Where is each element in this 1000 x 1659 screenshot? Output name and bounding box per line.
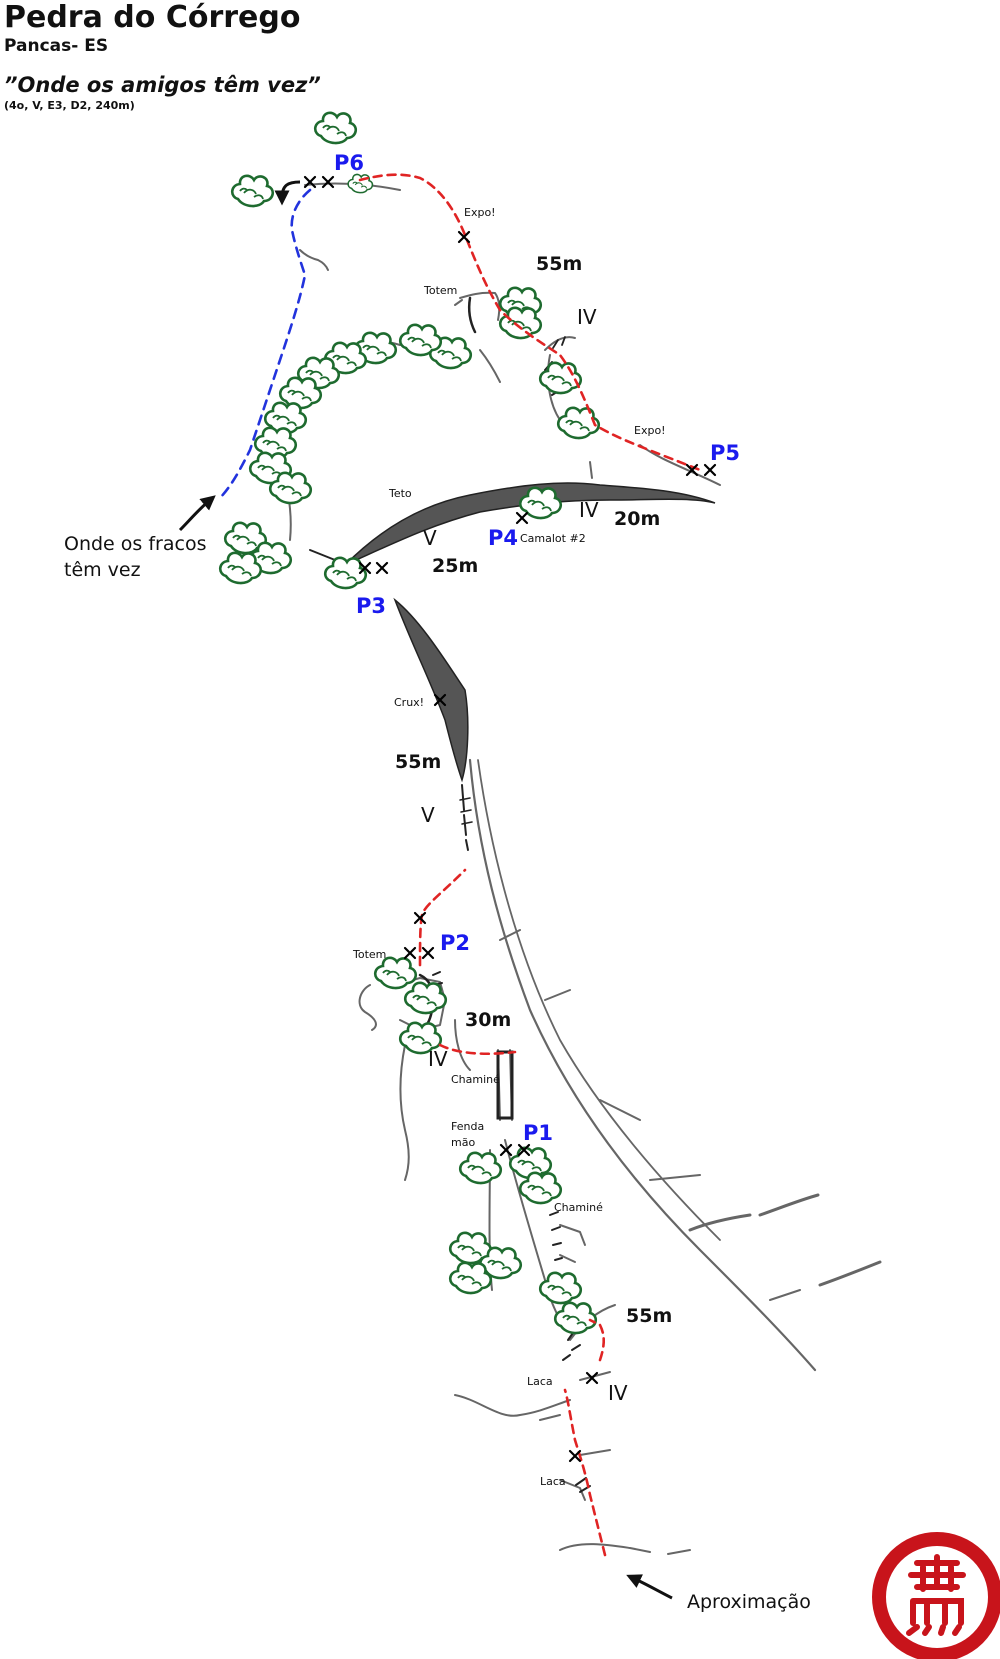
belay-label-p1: P1 bbox=[523, 1121, 553, 1145]
weak-pointer-arrow bbox=[178, 495, 216, 532]
note-camalot: Camalot #2 bbox=[520, 532, 586, 545]
pitch-length-p1: 55m bbox=[626, 1305, 672, 1327]
note-teto: Teto bbox=[388, 487, 412, 500]
note-fenda-mao: mão bbox=[451, 1136, 475, 1149]
pitch-length-p2: 30m bbox=[465, 1009, 511, 1031]
note-totem-p2: Totem bbox=[352, 948, 386, 961]
belay-label-p4: P4 bbox=[488, 526, 518, 550]
grade-p6: IV bbox=[577, 305, 597, 329]
x-mark-icon bbox=[403, 946, 417, 960]
grade-p1: IV bbox=[608, 1381, 628, 1405]
bush-icon bbox=[347, 173, 374, 194]
vegetation-bushes bbox=[218, 111, 601, 1335]
grade-p3: V bbox=[421, 803, 435, 827]
pitch-length-p3: 55m bbox=[395, 751, 441, 773]
bush-icon bbox=[553, 1301, 598, 1335]
bush-icon bbox=[458, 1151, 503, 1185]
belay-label-p2: P2 bbox=[440, 931, 470, 955]
bush-icon bbox=[218, 551, 263, 585]
pitch-length-p5: 20m bbox=[614, 508, 660, 530]
bush-icon bbox=[448, 1261, 493, 1295]
bush-icon bbox=[398, 323, 443, 357]
bush-icon bbox=[538, 1271, 583, 1305]
note-laca-lower: Laca bbox=[540, 1475, 566, 1488]
belay-label-p6: P6 bbox=[334, 151, 364, 175]
grade-p2: IV bbox=[428, 1047, 448, 1071]
note-chamine-p1: Chaminé bbox=[554, 1201, 603, 1214]
bush-icon bbox=[373, 956, 418, 990]
x-mark-icon bbox=[515, 511, 529, 525]
bush-icon bbox=[403, 981, 448, 1015]
x-mark-icon bbox=[321, 175, 335, 189]
weak-annotation-line2: têm vez bbox=[64, 559, 141, 581]
weak-annotation-line1: Onde os fracos bbox=[64, 533, 206, 555]
descent-start-arrow bbox=[274, 180, 301, 206]
note-totem-top: Totem bbox=[423, 284, 457, 297]
approach-arrow bbox=[626, 1574, 673, 1600]
note-laca-upper: Laca bbox=[527, 1375, 553, 1388]
climbing-route-line bbox=[358, 173, 702, 1557]
bush-icon bbox=[278, 376, 323, 410]
route-name: ”Onde os amigos têm vez” bbox=[4, 73, 321, 97]
descent-line bbox=[218, 188, 312, 500]
x-mark-icon bbox=[421, 946, 435, 960]
rock-features bbox=[284, 182, 882, 1555]
belay-label-p3: P3 bbox=[356, 594, 386, 618]
x-mark-icon bbox=[568, 1449, 582, 1463]
pitch-length-p6: 55m bbox=[536, 253, 582, 275]
bush-icon bbox=[313, 111, 358, 145]
bush-icon bbox=[556, 406, 601, 440]
note-expo-top: Expo! bbox=[464, 206, 496, 219]
grade-p5: IV bbox=[579, 498, 599, 522]
bush-icon bbox=[230, 174, 275, 208]
x-mark-icon bbox=[703, 463, 717, 477]
route-grade: (4o, V, E3, D2, 240m) bbox=[4, 99, 135, 112]
x-mark-icon bbox=[375, 561, 389, 575]
pitch-length-p4: 25m bbox=[432, 555, 478, 577]
red-seal-stamp-icon bbox=[872, 1532, 1000, 1659]
note-expo-p5: Expo! bbox=[634, 424, 666, 437]
topo-location: Pancas- ES bbox=[4, 36, 109, 56]
note-fenda: Fenda bbox=[451, 1120, 484, 1133]
note-crux: Crux! bbox=[394, 696, 424, 709]
topo-title: Pedra do Córrego bbox=[4, 0, 301, 35]
grade-p4: V bbox=[423, 526, 437, 550]
note-chamine-p2: Chaminé bbox=[451, 1073, 500, 1086]
belay-label-p5: P5 bbox=[710, 441, 740, 465]
approach-annotation: Aproximação bbox=[687, 1591, 811, 1613]
